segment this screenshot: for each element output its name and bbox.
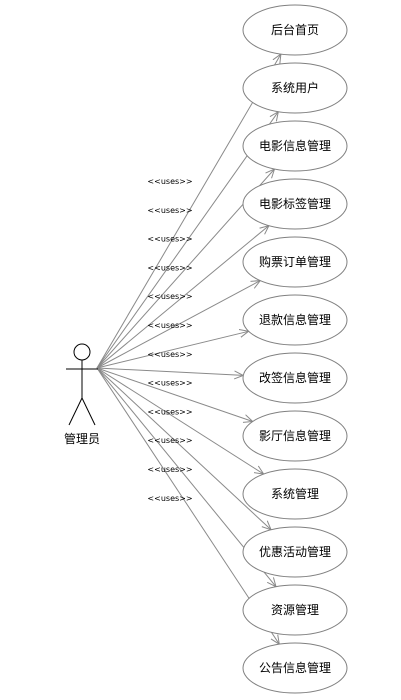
use-case-ellipse [242,526,348,578]
uses-label: <<uses>> [147,350,192,359]
association-arrow [96,331,249,369]
use-case-label: 资源管理 [271,602,319,617]
use-case-label: 电影标签管理 [259,196,331,211]
use-case-label: 系统用户 [271,80,319,95]
use-case-node[interactable]: 电影信息管理 [242,120,348,172]
association-lines [96,54,281,644]
use-case-node[interactable]: 改签信息管理 [242,352,348,404]
association-arrow [96,281,260,369]
uses-label: <<uses>> [147,321,192,330]
use-case-label: 后台首页 [271,22,319,37]
actor[interactable]: 管理员 [64,343,100,446]
use-case-label: 优惠活动管理 [259,544,331,559]
use-case-label: 退款信息管理 [259,312,331,327]
association-arrow [96,54,281,369]
association-arrow [96,367,271,530]
uses-label: <<uses>> [147,436,192,445]
use-case-label: 影厅信息管理 [259,428,331,443]
use-case-label: 改签信息管理 [259,370,331,385]
association-arrow [96,367,243,375]
use-case-node[interactable]: 系统用户 [242,62,348,114]
use-case-node[interactable]: 电影标签管理 [242,178,348,230]
use-case-node[interactable]: 公告信息管理 [242,642,348,694]
uses-label: <<uses>> [147,465,192,474]
use-case-label: 公告信息管理 [259,660,331,675]
use-case-node[interactable]: 系统管理 [242,468,348,520]
use-case-node[interactable]: 退款信息管理 [242,294,348,346]
use-case-label: 系统管理 [271,486,319,501]
use-case-ellipse [242,178,348,230]
uses-label: <<uses>> [147,379,192,388]
uses-label: <<uses>> [147,292,192,301]
use-case-node[interactable]: 购票订单管理 [242,236,348,288]
use-cases: 后台首页系统用户电影信息管理电影标签管理购票订单管理退款信息管理改签信息管理影厅… [242,4,348,694]
uses-label: <<uses>> [147,263,192,272]
use-case-label: 购票订单管理 [259,254,331,269]
use-case-node[interactable]: 影厅信息管理 [242,410,348,462]
use-case-ellipse [242,294,348,346]
uses-labels: <<uses>> <<uses>> <<uses>> <<uses>> <<uses>>… [147,177,192,503]
use-case-node[interactable]: 资源管理 [242,584,348,636]
stick-figure-icon [66,343,98,426]
actor-label: 管理员 [64,431,100,446]
use-case-node[interactable]: 优惠活动管理 [242,526,348,578]
uses-label: <<uses>> [147,235,192,244]
use-case-ellipse [242,120,348,172]
use-case-ellipse [242,352,348,404]
use-case-ellipse [242,410,348,462]
use-case-ellipse [242,642,348,694]
use-case-ellipse [242,236,348,288]
uses-label: <<uses>> [147,206,192,215]
use-case-ellipse [242,584,348,636]
uses-label: <<uses>> [147,494,192,503]
use-case-label: 电影信息管理 [259,138,331,153]
use-case-node[interactable]: 后台首页 [242,4,348,56]
uses-label: <<uses>> [147,407,192,416]
association-arrow [96,226,269,369]
uses-label: <<uses>> [147,177,192,186]
association-arrow [96,367,264,474]
use-case-ellipse [242,62,348,114]
use-case-ellipse [242,4,348,56]
association-arrow [96,367,253,422]
use-case-ellipse [242,468,348,520]
